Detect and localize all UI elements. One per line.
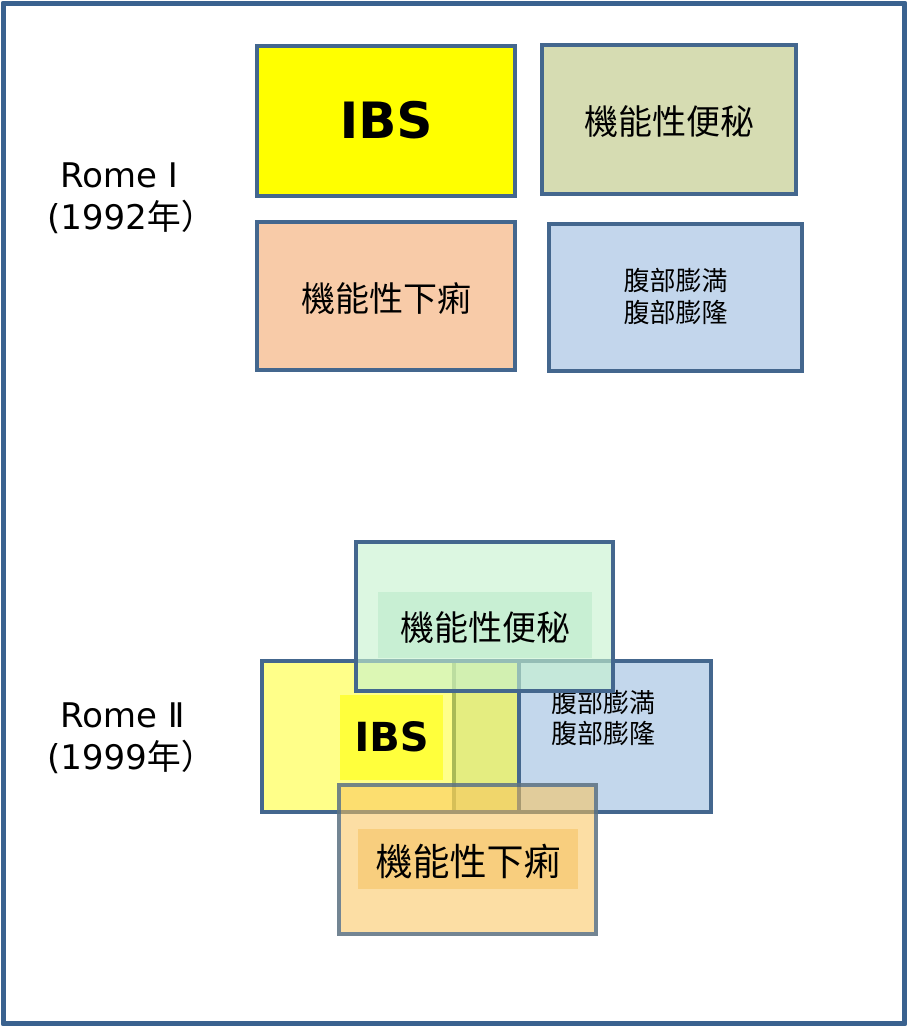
rome1-functional-constipation-box: 機能性便秘	[540, 43, 798, 196]
rome2-functional-diarrhea-highlight-rect: 機能性下痢	[358, 829, 578, 889]
rome2-functional-constipation-highlight-rect: 機能性便秘	[378, 592, 592, 658]
rome1-section-label: Rome Ⅰ (1992年）	[47, 155, 215, 239]
rome2-ibs-highlight-rect: IBS	[340, 695, 443, 780]
rome2-year: (1999年）	[47, 738, 215, 778]
rome1-abdominal-bloating-label-line1: 腹部膨満	[623, 266, 728, 297]
rome2-abdominal-bloating-label: 腹部膨満 腹部膨隆	[508, 689, 698, 751]
rome1-year: (1992年）	[47, 198, 215, 238]
rome1-functional-diarrhea-box: 機能性下痢	[255, 220, 517, 372]
rome1-functional-diarrhea-label: 機能性下痢	[301, 279, 471, 320]
rome2-title: Rome Ⅱ	[60, 696, 185, 736]
rome2-functional-constipation-label: 機能性便秘	[400, 608, 570, 649]
rome2-section-label: Rome Ⅱ (1999年）	[47, 695, 215, 779]
rome2-ibs-label: IBS	[354, 714, 429, 761]
rome1-title: Rome Ⅰ	[60, 156, 178, 196]
rome1-functional-constipation-label: 機能性便秘	[584, 103, 754, 143]
rome1-ibs-box: IBS	[255, 44, 517, 198]
rome1-abdominal-bloating-label-line2: 腹部膨隆	[623, 298, 728, 329]
rome1-abdominal-bloating-box: 腹部膨満 腹部膨隆	[547, 222, 804, 373]
rome2-abdominal-bloating-label-line2: 腹部膨隆	[550, 720, 655, 750]
rome2-functional-constipation-box: 機能性便秘	[354, 540, 615, 693]
rome1-ibs-label: IBS	[339, 92, 433, 150]
rome2-abdominal-bloating-label-line1: 腹部膨満	[550, 689, 655, 719]
rome2-functional-diarrhea-label: 機能性下痢	[375, 841, 561, 884]
rome2-functional-diarrhea-box: 機能性下痢	[337, 783, 598, 936]
